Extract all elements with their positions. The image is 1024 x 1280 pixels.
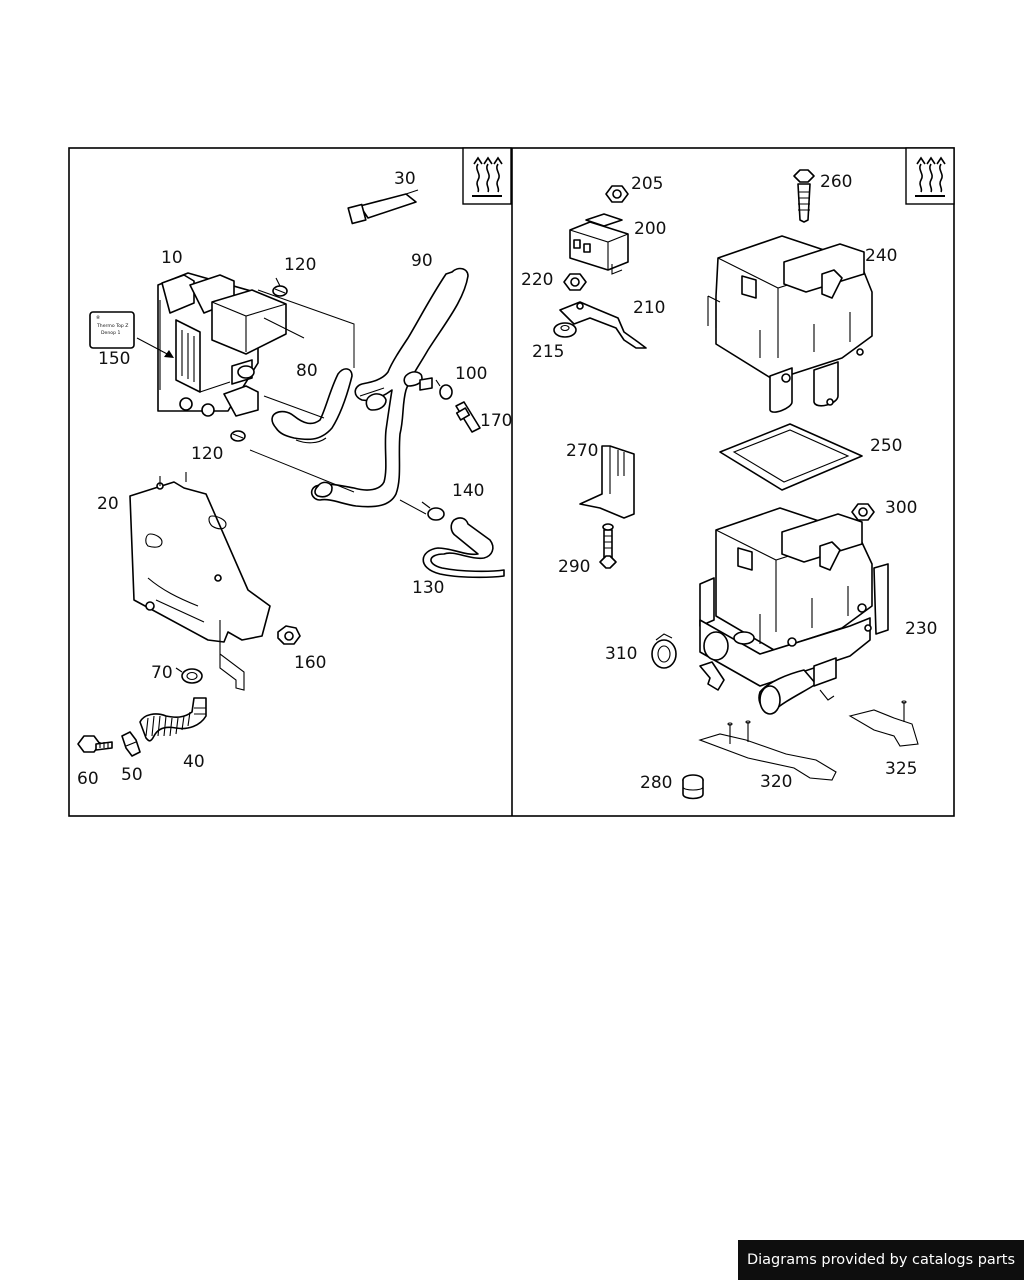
part-70-clamp (175, 667, 203, 684)
label-tag-line-2: Denop 1 (101, 330, 120, 336)
callout-210: 210 (633, 298, 665, 318)
callout-215: 215 (532, 342, 564, 362)
callout-140: 140 (452, 481, 484, 501)
callout-150: 150 (98, 349, 130, 369)
callout-220: 220 (521, 270, 553, 290)
callout-60: 60 (77, 769, 99, 789)
callout-320: 320 (760, 772, 792, 792)
part-20-bracket (129, 472, 271, 691)
part-240-upper-cover (707, 235, 873, 413)
part-220-nut (563, 273, 587, 291)
right-heat-waves-icon (905, 147, 955, 205)
callout-260: 260 (820, 172, 852, 192)
part-100-clamp (435, 379, 453, 400)
callout-30: 30 (394, 169, 416, 189)
callout-205: 205 (631, 174, 663, 194)
part-230-control-unit (699, 507, 889, 715)
part-30-tube (347, 189, 419, 225)
callout-50: 50 (121, 765, 143, 785)
footer-credit-bar: Diagrams provided by catalogs parts (738, 1240, 1024, 1280)
part-210-bracket (559, 301, 647, 349)
callout-280: 280 (640, 773, 672, 793)
part-300-nut (851, 503, 875, 521)
svg-text:⑧: ⑧ (96, 315, 100, 321)
part-160-nut (277, 625, 301, 645)
callout-250: 250 (870, 436, 902, 456)
part-170-connector (455, 401, 481, 433)
callout-325: 325 (885, 759, 917, 779)
part-290-screw (599, 523, 617, 569)
part-250-gasket (719, 423, 863, 491)
callout-10: 10 (161, 248, 183, 268)
part-40-flex-hose (139, 697, 207, 742)
part-280-grommet (682, 774, 704, 800)
callout-310: 310 (605, 644, 637, 664)
callout-90: 90 (411, 251, 433, 271)
callout-labels: 30 10 120 90 150 80 100 170 120 140 20 1… (77, 169, 937, 793)
callout-160: 160 (294, 653, 326, 673)
part-50-clip (121, 731, 141, 757)
part-310-clamp (651, 633, 677, 669)
part-120-clamps (230, 277, 288, 442)
label-tag-line-1: Thermo Top Z (96, 323, 128, 329)
left-heat-waves-icon (462, 147, 512, 205)
part-260-screw (793, 169, 815, 223)
callout-70: 70 (151, 663, 173, 683)
callout-40: 40 (183, 752, 205, 772)
callout-80: 80 (296, 361, 318, 381)
callout-290: 290 (558, 557, 590, 577)
footer-credit-text: Diagrams provided by catalogs parts (746, 1252, 1016, 1268)
part-80-hose (271, 368, 353, 444)
part-130-hose (422, 517, 505, 579)
part-150-label-tag: ⑧ Thermo Top Z Denop 1 (89, 311, 174, 358)
callout-20: 20 (97, 494, 119, 514)
callout-200: 200 (634, 219, 666, 239)
callout-270: 270 (566, 441, 598, 461)
callout-300: 300 (885, 498, 917, 518)
left-leader-lines (249, 289, 427, 515)
callout-120-upper: 120 (284, 255, 316, 275)
callout-170: 170 (480, 411, 512, 431)
part-320-bracket (698, 720, 837, 781)
callout-120-lower: 120 (191, 444, 223, 464)
callout-100: 100 (455, 364, 487, 384)
part-140-clamp (421, 501, 445, 521)
callout-130: 130 (412, 578, 444, 598)
part-325-bracket (848, 700, 919, 747)
callout-240: 240 (865, 246, 897, 266)
part-200-relay (569, 213, 629, 275)
part-10-heater-unit (157, 272, 287, 417)
part-270-bracket (579, 445, 635, 519)
part-205-nut (605, 185, 629, 203)
part-60-screw (77, 735, 113, 753)
part-215-washer (553, 322, 577, 338)
callout-230: 230 (905, 619, 937, 639)
